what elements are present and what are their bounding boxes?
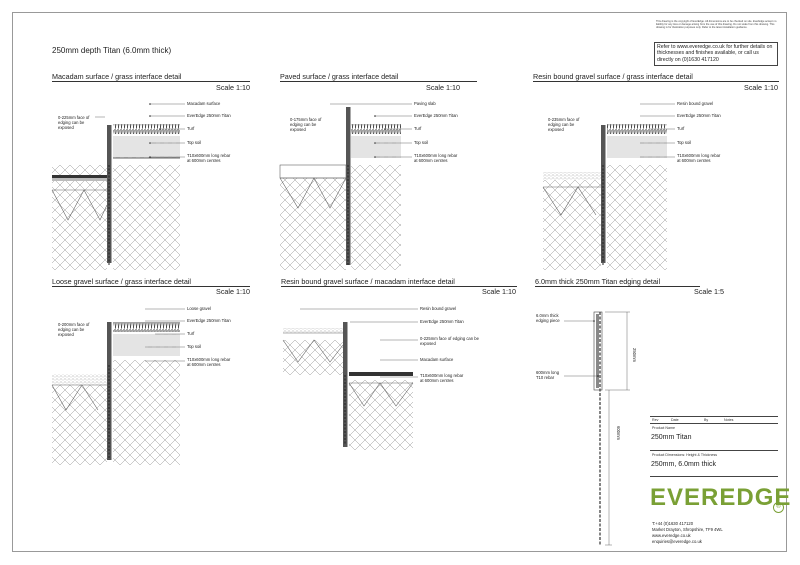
detail-6-dim-250: 250mm [632,348,637,362]
detail-6-scale: Scale 1:5 [694,287,724,296]
detail-4-label-rebar: T10x600mm long rebar [187,357,231,362]
detail-4-scale: Scale 1:10 [216,287,250,296]
detail-1-scale: Scale 1:10 [216,83,250,92]
detail-3-title: Resin bound gravel surface / grass inter… [533,72,693,81]
tb-contact-address: Market Drayton, Shropshire, TF9 4WL [652,527,723,532]
detail-6-label-piece-2: edging piece [536,318,560,323]
sheet-title: 250mm depth Titan (6.0mm thick) [52,46,172,55]
detail-4-label-turf: Turf [187,331,195,336]
detail-5-title-underline [281,286,517,287]
detail-1-title-underline [52,81,250,82]
detail-3-label-rebar-2: at 600mm centres [677,158,711,163]
everedge-logo: EVEREDGE [650,484,792,511]
detail-5-drawing [282,322,414,450]
tb-product-name-label: Product Name [652,426,675,430]
detail-2-title: Paved surface / grass interface detail [280,72,399,81]
detail-4-note-3: exposed [58,332,75,337]
refer-box: Refer to www.everedge.co.uk for further … [654,42,778,66]
detail-2-label-topsoil: Top soil [414,140,428,145]
detail-5-label-rebar-2: at 600mm centres [420,378,454,383]
detail-1-leaders [95,103,185,158]
detail-3-drawing [542,124,667,270]
detail-4-label-surface: Loose gravel [187,306,211,311]
tb-contact-phone: T:+44 (0)1630 417120 [652,521,694,526]
tb-date-header: Date [671,418,679,422]
detail-3-scale: Scale 1:10 [744,83,778,92]
detail-4-note-2: edging can be [58,327,85,332]
detail-3-note-2: edging can be [548,122,575,127]
detail-1-title: Macadam surface / grass interface detail [52,72,182,81]
detail-5-label-exposed-2: exposed [420,341,437,346]
detail-3-label-topsoil: Top soil [677,140,691,145]
detail-6-drawing [564,311,630,546]
detail-2-leaders [330,103,412,158]
tb-notes-header: Notes [724,418,734,422]
detail-2-scale: Scale 1:10 [426,83,460,92]
detail-1-drawing [51,124,180,270]
detail-3-note-1: 0-235mm face of [548,117,580,122]
detail-6-label-rebar-2: T10 rebar [536,375,555,380]
detail-6-dim-600: 600mm [616,426,621,440]
detail-1-label-surface: Macadam surface [187,101,221,106]
detail-1-note-2: edging can be [58,120,85,125]
detail-2-label-surface: Paving slab [414,101,436,106]
detail-5-label-exposed: 0-225mm face of edging can be [420,336,480,341]
detail-5-label-surface: Resin bound gravel [420,306,456,311]
tb-contact-web: www.everedge.co.uk [652,533,692,538]
detail-5-leaders [300,308,418,378]
detail-4-label-topsoil: Top soil [187,344,201,349]
detail-2-drawing [279,107,401,270]
tb-dimensions: 250mm, 6.0mm thick [651,461,716,468]
detail-3-leaders [640,103,675,158]
detail-4-label-rebar-2: at 600mm centres [187,362,221,367]
detail-6-label-piece: 6.0mm thick [536,313,559,318]
tb-by-header: By [704,418,708,422]
detail-6-title: 6.0mm thick 250mm Titan edging detail [535,277,661,286]
detail-5-label-macadam: Macadam surface [420,357,454,362]
detail-4-note-1: 0-200mm face of [58,322,90,327]
detail-1-label-turf: Turf [187,126,195,131]
detail-5-scale: Scale 1:10 [482,287,516,296]
detail-1-label-rebar-2: at 600mm centres [187,158,221,163]
detail-2-label-rebar: T10x600mm long rebar [414,153,458,158]
detail-1-label-edging: EverEdge 250mm Titan [187,113,231,118]
detail-1-note-3: exposed [58,125,75,130]
detail-4-leaders [145,308,185,362]
tb-rev-header: Rev [652,418,659,422]
detail-2-title-underline [280,81,477,82]
tb-contact-email: enquiries@everedge.co.uk [652,539,703,544]
detail-1-label-rebar: T10x600mm long rebar [187,153,231,158]
detail-3-note-3: exposed [548,127,565,132]
detail-2-label-edging: EverEdge 250mm Titan [414,113,458,118]
tb-dims-label: Product Dimensions: Height & Thickness [652,453,717,457]
detail-2-label-turf: Turf [414,126,422,131]
detail-1-label-topsoil: Top soil [187,140,201,145]
detail-5-title: Resin bound gravel surface / macadam int… [281,277,455,286]
detail-2-note-2: edging can be [290,122,317,127]
detail-6-title-underline [535,286,700,287]
detail-3-label-turf: Turf [677,126,685,131]
registered-mark: ® [773,502,784,513]
detail-2-note-1: 0-175mm face of [290,117,322,122]
detail-3-label-rebar: T10x600mm long rebar [677,153,721,158]
detail-4-label-edging: EverEdge 250mm Titan [187,318,231,323]
tb-product-name: 250mm Titan [651,434,692,441]
detail-4-title: Loose gravel surface / grass interface d… [52,277,192,286]
detail-6-label-rebar: 600mm long [536,370,560,375]
detail-3-title-underline [533,81,779,82]
sheet-border [12,12,787,552]
detail-4-drawing [51,322,180,465]
detail-5-label-rebar: T10x600mm long rebar [420,373,464,378]
edging-profile [343,322,348,447]
detail-4-title-underline [52,286,250,287]
detail-1-note-1: 0-225mm face of [58,115,90,120]
copyright-notice: This drawing is the copyright of EverEdg… [656,20,777,30]
detail-2-label-rebar-2: at 600mm centres [414,158,448,163]
detail-3-label-surface: Resin bound gravel [677,101,713,106]
detail-2-note-3: exposed [290,127,307,132]
detail-5-label-edging: EverEdge 250mm Titan [420,319,464,324]
detail-3-label-edging: EverEdge 250mm Titan [677,113,721,118]
